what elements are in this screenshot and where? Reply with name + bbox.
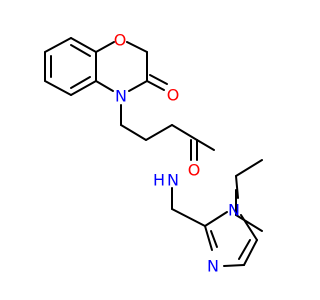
amide-oxygen-label: O	[188, 161, 201, 180]
propanamide-chain	[120, 104, 263, 232]
molecule-structure: O N O O N H N N	[44, 31, 263, 276]
imidazole-ring	[204, 211, 258, 267]
amide-nitrogen-label: N	[167, 171, 179, 190]
benzene-ring	[44, 37, 97, 96]
imidazole-n1-label: N	[228, 201, 240, 220]
imidazole-n3-label: N	[207, 257, 219, 276]
ring-oxygen-label: O	[114, 31, 127, 50]
ethyl-group	[235, 159, 263, 199]
lactam-oxygen-label: O	[167, 86, 180, 105]
lactam-carbonyl	[146, 74, 168, 91]
oxazine-ring	[95, 41, 148, 92]
amide-hydrogen-label: H	[153, 171, 165, 190]
ring-nitrogen-label: N	[115, 87, 127, 106]
methylene-linker	[171, 187, 206, 227]
